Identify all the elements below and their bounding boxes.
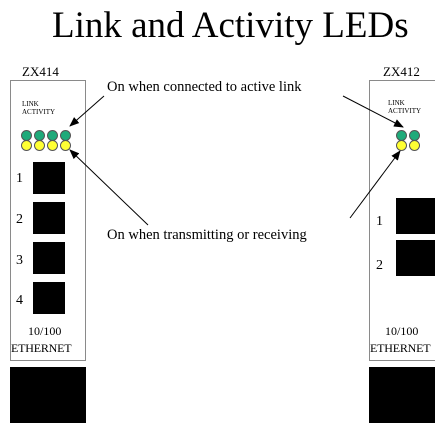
activity-arrow-left xyxy=(69,149,149,226)
left-port-number: 1 xyxy=(16,171,23,186)
left-port-number: 3 xyxy=(16,253,23,268)
right-module-base-block xyxy=(369,367,435,423)
left-speed-label: 10/100 xyxy=(28,324,62,338)
right-type-label: ETHERNET xyxy=(370,341,431,355)
left-activity-led-3 xyxy=(47,140,58,151)
right-port-number: 1 xyxy=(376,214,383,229)
link-arrow-left xyxy=(69,95,105,127)
left-led-label-link: LINK xyxy=(22,100,39,108)
left-led-label-activity: ACTIVITY xyxy=(22,108,56,116)
left-activity-led-2 xyxy=(34,140,45,151)
right-led-label-activity: ACTIVITY xyxy=(388,107,422,115)
right-ethernet-port-1[interactable] xyxy=(396,198,435,234)
right-ethernet-port-2[interactable] xyxy=(396,240,435,276)
activity-callout-text: On when transmitting or receiving xyxy=(107,227,307,244)
right-speed-label: 10/100 xyxy=(385,324,419,338)
left-port-number: 2 xyxy=(16,212,23,227)
link-callout-text: On when connected to active link xyxy=(107,79,302,96)
left-ethernet-port-1[interactable] xyxy=(33,162,65,194)
left-ethernet-port-4[interactable] xyxy=(33,282,65,314)
right-port-number: 2 xyxy=(376,258,383,273)
link-arrow-right xyxy=(342,95,404,128)
right-activity-led-2 xyxy=(409,140,420,151)
left-ethernet-port-3[interactable] xyxy=(33,242,65,274)
left-module-label: ZX414 xyxy=(22,64,59,79)
right-module-label: ZX412 xyxy=(383,64,420,79)
left-port-number: 4 xyxy=(16,293,23,308)
left-activity-led-4 xyxy=(60,140,71,151)
left-type-label: ETHERNET xyxy=(11,341,72,355)
left-module-base-block xyxy=(10,367,86,423)
right-led-label-link: LINK xyxy=(388,99,405,107)
activity-arrow-right xyxy=(349,150,401,219)
left-ethernet-port-2[interactable] xyxy=(33,202,65,234)
diagram-title: Link and Activity LEDs xyxy=(52,5,409,46)
right-activity-led-1 xyxy=(396,140,407,151)
left-activity-led-1 xyxy=(21,140,32,151)
